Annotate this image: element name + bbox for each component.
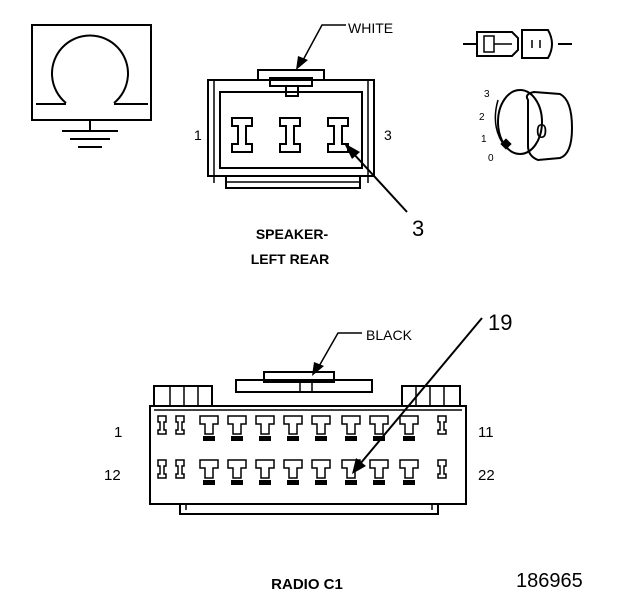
radio-pin-top-right: 11 (478, 424, 494, 441)
speaker-callout-pin: 3 (412, 216, 424, 241)
ignition-position-3: 3 (484, 89, 490, 100)
radio-pin-cavity (369, 459, 389, 485)
ignition-position-0: 0 (488, 153, 494, 164)
radio-pin-cavity (311, 459, 331, 485)
radio-pin-cavity (175, 459, 185, 479)
speaker-title-line1: SPEAKER- (256, 226, 329, 242)
radio-pin-cavity (399, 459, 419, 485)
radio-pin-cavity (157, 459, 167, 479)
radio-pin-bottom-right: 22 (478, 467, 495, 484)
radio-pin-cavity (399, 415, 419, 441)
radio-pin-cavity (227, 415, 247, 441)
speaker-title-line2: LEFT REAR (251, 251, 330, 267)
radio-title: RADIO C1 (271, 576, 343, 593)
figure-number: 186965 (516, 570, 583, 592)
radio-pin-cavity (369, 415, 389, 441)
radio-pin-cavity (199, 415, 219, 441)
radio-pin-cavity (437, 415, 447, 435)
speaker-connector: WHITE 1 3 3 SPEAKER- LEFT REAR (194, 20, 424, 267)
ignition-position-2: 2 (479, 112, 485, 123)
radio-pin-top-left: 1 (114, 424, 122, 441)
radio-pin-cavity (227, 459, 247, 485)
radio-pin-cavity (157, 415, 167, 435)
speaker-pin-left: 1 (194, 127, 202, 143)
speaker-color-label: WHITE (348, 20, 393, 36)
ignition-position-1: 1 (481, 134, 487, 145)
radio-pin-cavity (283, 415, 303, 441)
radio-pin-cavity (311, 415, 331, 441)
radio-connector: BLACK 1 11 12 22 19 RADIO C1 (104, 310, 512, 593)
ohm-symbol-icon (31, 24, 152, 148)
radio-pin-cavity (283, 459, 303, 485)
ignition-switch-icon: 3 2 1 0 0 (479, 89, 574, 164)
radio-pin-bottom-left: 12 (104, 467, 121, 484)
radio-pin-cavity (255, 459, 275, 485)
radio-pin-cavity (199, 459, 219, 485)
radio-pin-cavity (175, 415, 185, 435)
radio-top-row (157, 415, 447, 441)
radio-pin-cavity (255, 415, 275, 441)
radio-pin-cavity (437, 459, 447, 479)
speaker-pin-right: 3 (384, 127, 392, 143)
radio-color-label: BLACK (366, 327, 413, 343)
radio-pin-cavity (341, 415, 361, 441)
radio-callout-pin: 19 (488, 310, 512, 335)
fuse-icon (463, 29, 572, 59)
radio-bottom-row (157, 459, 447, 485)
ignition-key-label: 0 (536, 121, 547, 143)
